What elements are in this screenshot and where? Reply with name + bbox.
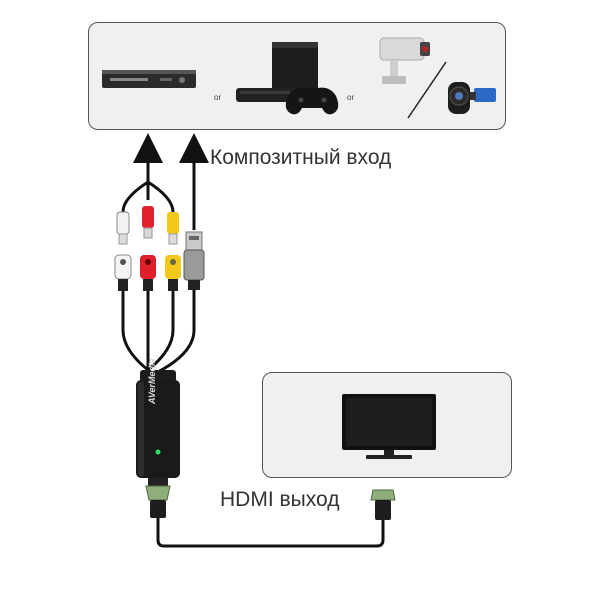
- converter-brand-label: AVerMedia: [147, 358, 157, 404]
- hdmi-output-label: HDMI выход: [220, 488, 340, 511]
- composite-input-label: Композитный вход: [210, 146, 392, 169]
- rca-plug-white-top: [116, 211, 130, 245]
- status-led: [155, 449, 161, 455]
- dvd-player-icon: [102, 70, 196, 88]
- tv-monitor-icon: [342, 394, 436, 459]
- or-label-2: or: [347, 93, 355, 102]
- hdmi-cable: [156, 518, 385, 548]
- game-console-icon: [236, 42, 339, 115]
- composite-branch-wire: [121, 180, 175, 213]
- usb-cable: [153, 290, 196, 376]
- rca-jack-red: [140, 255, 156, 291]
- white-cable: [121, 291, 149, 372]
- camcorder-icon: [448, 82, 496, 114]
- hdmi-plug-left: [145, 478, 171, 518]
- hdmi-plug-right: [370, 489, 396, 520]
- rca-plug-yellow-top: [167, 212, 179, 245]
- divider-line: [407, 61, 447, 119]
- converter-box: [136, 370, 180, 478]
- yellow-cable: [147, 291, 175, 372]
- rca-plug-red-top: [142, 206, 154, 239]
- rca-jack-yellow: [165, 255, 181, 291]
- security-camera-icon: [379, 37, 430, 84]
- rca-jack-white: [114, 254, 132, 291]
- or-label-1: or: [214, 93, 222, 102]
- usb-plug: [183, 231, 205, 290]
